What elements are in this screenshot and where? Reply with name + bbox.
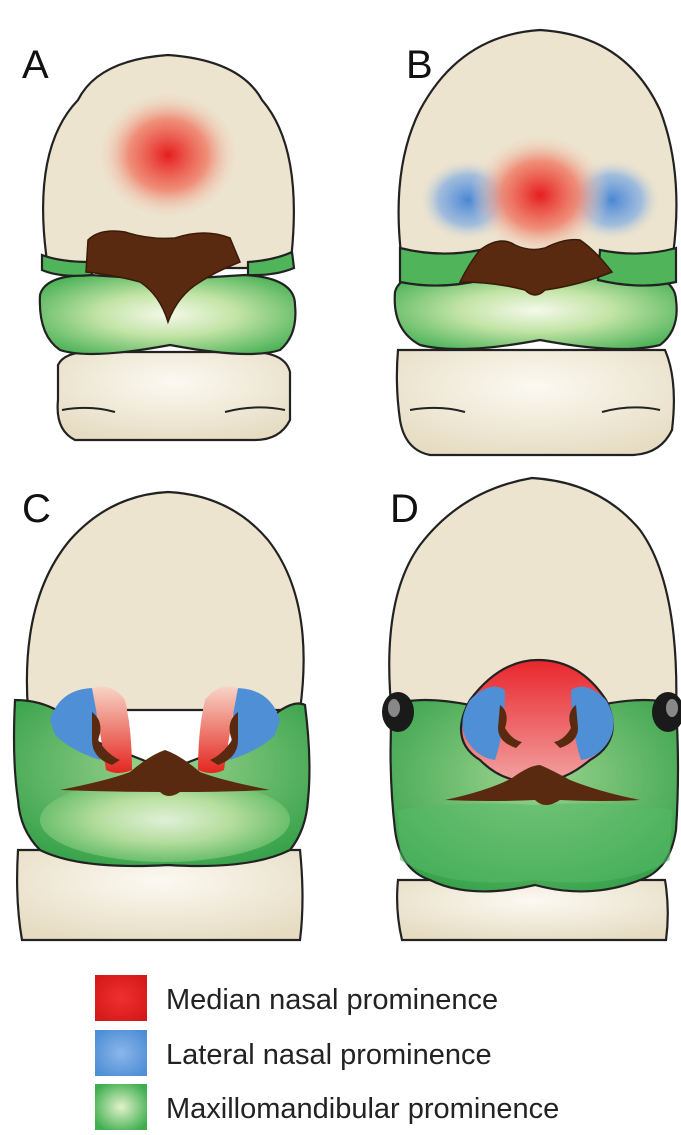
panel-b: B [395,30,677,455]
median-nasal-prominence-spot [96,90,240,220]
panel-label-b: B [406,43,433,87]
legend-swatch-red [95,975,147,1021]
panel-a: A [22,43,295,440]
legend-label-median: Median nasal prominence [166,984,498,1016]
legend-label-lateral: Lateral nasal prominence [166,1039,492,1071]
legend-swatch-green [95,1084,147,1130]
legend-item-median: Median nasal prominence [95,975,498,1021]
panel-label-c: C [22,487,51,531]
mandible-shade [398,803,672,882]
panel-d: D [382,478,681,940]
legend-item-lateral: Lateral nasal prominence [95,1030,492,1076]
panel-label-d: D [390,487,419,531]
maxillary-process-right [598,248,676,286]
legend-item-maxillomandibular: Maxillomandibular prominence [95,1084,559,1130]
lower-segment [58,352,290,440]
eye-left-icon [382,692,414,732]
panel-c: C [14,487,309,940]
median-nasal-prominence-spot [470,133,610,257]
lower-segment [397,350,674,455]
legend-swatch-blue [95,1030,147,1076]
legend: Median nasal prominence Lateral nasal pr… [95,975,559,1130]
legend-label-maxillomandibular: Maxillomandibular prominence [166,1093,559,1125]
lower-segment [397,880,668,940]
head [27,492,304,710]
panel-label-a: A [22,43,49,87]
